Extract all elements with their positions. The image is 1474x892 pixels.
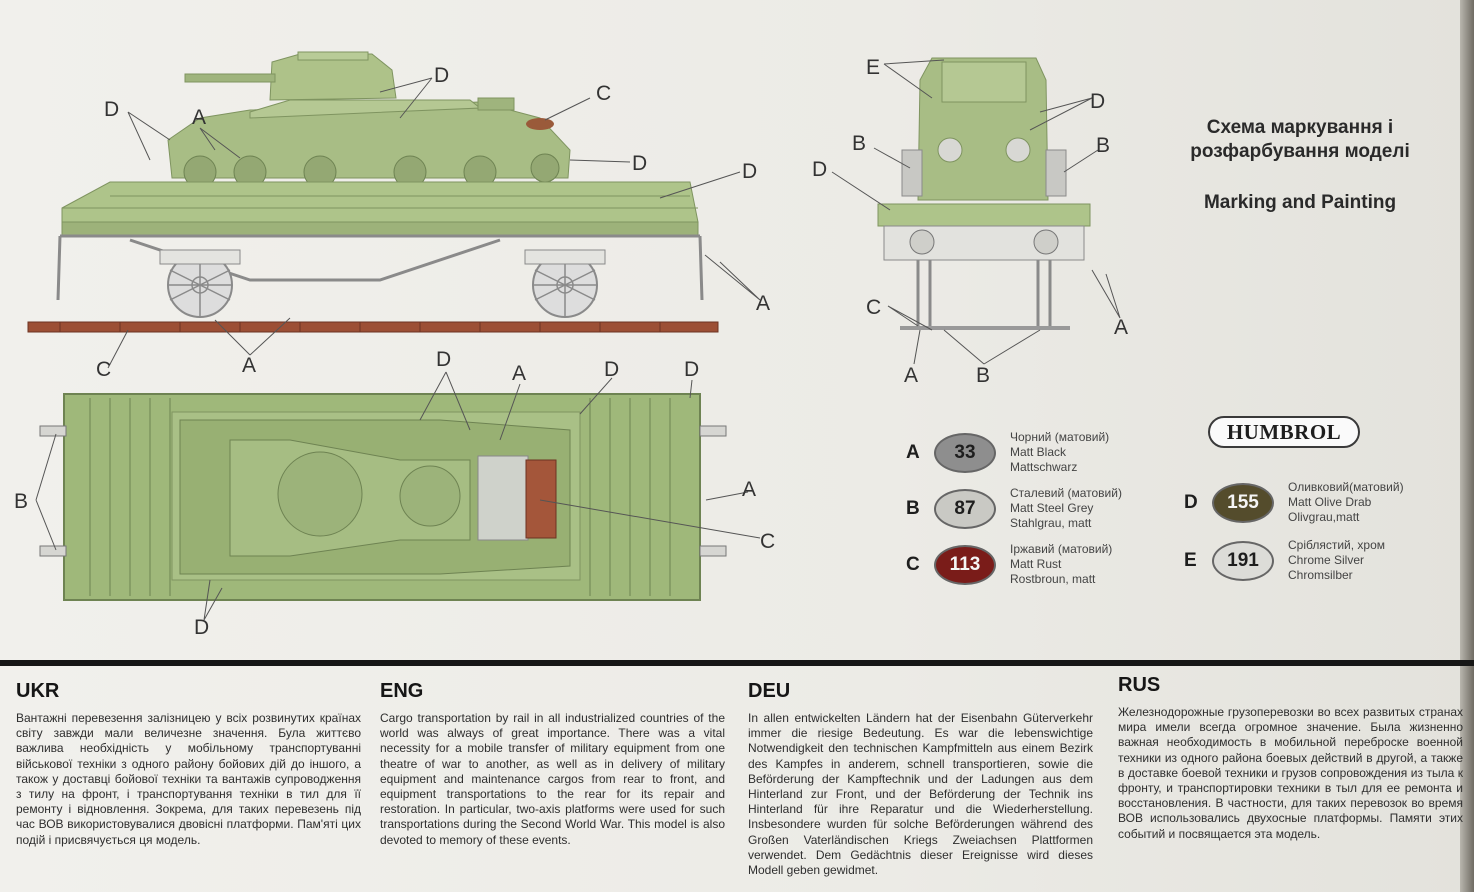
callout-label: E bbox=[866, 56, 880, 79]
text-section-eng: ENG Cargo transportation by rail in all … bbox=[380, 680, 725, 848]
swatch-names: Іржавий (матовий) Matt Rust Rostbroun, m… bbox=[1010, 542, 1112, 587]
swatch-name-eng: Matt Olive Drab bbox=[1288, 495, 1372, 509]
swatch-name-deu: Chromsilber bbox=[1288, 568, 1353, 582]
swatch-name-ukr: Сталевий (матовий) bbox=[1010, 486, 1122, 500]
section-divider bbox=[0, 660, 1474, 666]
callout-label: C bbox=[866, 296, 881, 319]
callout-label: B bbox=[976, 364, 990, 387]
swatch-code: 87 bbox=[934, 488, 996, 529]
text-section-ukr: UKR Вантажні перевезення залізницею у вс… bbox=[16, 680, 361, 848]
side-view: D A D C D D A A C bbox=[27, 51, 770, 381]
callout-label: A bbox=[242, 354, 256, 377]
callout-label: C bbox=[760, 530, 775, 553]
swatch-names: Сталевий (матовий) Matt Steel Grey Stahl… bbox=[1010, 486, 1122, 531]
callout-label: D bbox=[434, 64, 449, 87]
color-swatch-e: E 191 Сріблястий, хром Chrome Silver Chr… bbox=[1184, 538, 1385, 583]
section-body: Вантажні перевезення залізницею у всіх р… bbox=[16, 711, 361, 847]
text-section-rus: RUS Железнодорожные грузоперевозки во вс… bbox=[1118, 674, 1463, 842]
section-heading: DEU bbox=[748, 680, 791, 702]
side-view-leaders bbox=[107, 77, 761, 369]
callout-label: A bbox=[756, 292, 770, 315]
swatch-code: 113 bbox=[934, 544, 996, 585]
swatch-letter: A bbox=[906, 441, 920, 463]
color-swatch-c: C 113 Іржавий (матовий) Matt Rust Rostbr… bbox=[906, 542, 1112, 587]
swatch-name-eng: Matt Rust bbox=[1010, 557, 1062, 571]
section-body: Cargo transportation by rail in all indu… bbox=[380, 711, 725, 847]
swatch-letter: E bbox=[1184, 549, 1197, 571]
color-swatch-d: D 155 Оливковий(матовий) Matt Olive Drab… bbox=[1184, 480, 1404, 525]
section-heading: UKR bbox=[16, 680, 60, 702]
swatch-name-ukr: Сріблястий, хром bbox=[1288, 538, 1386, 552]
side-view-wagon bbox=[27, 181, 719, 333]
title-ukrainian: Схема маркування і розфарбування моделі bbox=[1190, 117, 1410, 162]
front-view: E D B B D C A A B bbox=[812, 56, 1128, 387]
swatch-name-eng: Matt Steel Grey bbox=[1010, 501, 1094, 515]
title-block: Схема маркування і розфарбування моделі … bbox=[1150, 116, 1450, 214]
text-section-deu: DEU In allen entwickelten Ländern hat de… bbox=[748, 680, 1093, 878]
front-view-leaders bbox=[831, 59, 1121, 365]
callout-label: D bbox=[436, 348, 451, 371]
swatch-code: 155 bbox=[1212, 482, 1274, 523]
swatch-names: Сріблястий, хром Chrome Silver Chromsilb… bbox=[1288, 538, 1385, 583]
swatch-code: 33 bbox=[934, 432, 996, 473]
swatch-name-deu: Stahlgrau, matt bbox=[1010, 516, 1092, 530]
callout-label: D bbox=[742, 160, 757, 183]
color-swatch-b: B 87 Сталевий (матовий) Matt Steel Grey … bbox=[906, 486, 1122, 531]
callout-label: B bbox=[14, 490, 28, 513]
swatch-name-eng: Chrome Silver bbox=[1288, 553, 1365, 567]
color-swatch-a: A 33 Чорний (матовий) Matt Black Mattsch… bbox=[906, 430, 1109, 475]
callout-label: A bbox=[904, 364, 918, 387]
side-view-tank bbox=[167, 51, 571, 189]
swatch-letter: D bbox=[1184, 491, 1198, 513]
swatch-letter: C bbox=[906, 553, 920, 575]
callout-label: D bbox=[812, 158, 827, 181]
callout-label: A bbox=[192, 106, 206, 129]
swatch-code: 191 bbox=[1212, 540, 1274, 581]
callout-label: C bbox=[96, 358, 111, 381]
callout-label: D bbox=[194, 616, 209, 639]
swatch-name-deu: Rostbroun, matt bbox=[1010, 572, 1096, 586]
section-heading: RUS bbox=[1118, 674, 1161, 696]
section-body: In allen entwickelten Ländern hat der Ei… bbox=[748, 711, 1093, 878]
callout-label: A bbox=[742, 478, 756, 501]
swatch-letter: B bbox=[906, 497, 920, 519]
swatch-name-ukr: Оливковий(матовий) bbox=[1288, 480, 1404, 494]
callout-label: D bbox=[632, 152, 647, 175]
brand-logo: HUMBROL bbox=[1208, 416, 1360, 448]
callout-label: D bbox=[1090, 90, 1105, 113]
sheet-edge-shadow bbox=[1460, 0, 1474, 892]
callout-label: D bbox=[604, 358, 619, 381]
callout-label: C bbox=[596, 82, 611, 105]
swatch-name-ukr: Чорний (матовий) bbox=[1010, 430, 1110, 444]
swatch-name-eng: Matt Black bbox=[1010, 445, 1067, 459]
top-view: D D A D B A C D bbox=[14, 348, 775, 639]
section-heading: ENG bbox=[380, 680, 424, 702]
swatch-names: Оливковий(матовий) Matt Olive Drab Olivg… bbox=[1288, 480, 1404, 525]
section-body: Железнодорожные грузоперевозки во всех р… bbox=[1118, 705, 1463, 841]
title-english: Marking and Painting bbox=[1203, 192, 1397, 213]
model-drawings: D A D C D D A A C bbox=[14, 51, 1128, 639]
callout-label: A bbox=[512, 362, 526, 385]
callout-label: B bbox=[852, 132, 866, 155]
callout-label: D bbox=[684, 358, 699, 381]
top-view-deck-planks bbox=[89, 398, 671, 596]
callout-label: B bbox=[1096, 134, 1110, 157]
swatch-name-deu: Mattschwarz bbox=[1010, 460, 1078, 474]
swatch-name-deu: Olivgrau,matt bbox=[1288, 510, 1360, 524]
top-view-leaders bbox=[35, 371, 761, 621]
swatch-name-ukr: Іржавий (матовий) bbox=[1010, 542, 1113, 556]
swatch-names: Чорний (матовий) Matt Black Mattschwarz bbox=[1010, 430, 1109, 475]
callout-label: A bbox=[1114, 316, 1128, 339]
callout-label: D bbox=[104, 98, 119, 121]
